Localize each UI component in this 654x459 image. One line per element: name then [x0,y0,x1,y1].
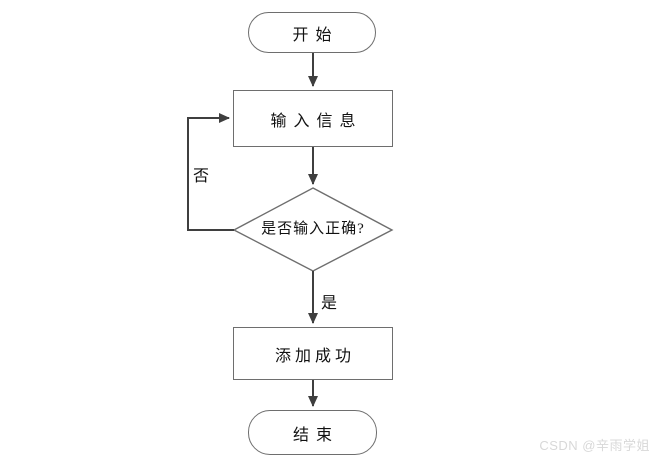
node-decision-label: 是否输入正确? [261,221,365,237]
node-add-success: 添加成功 [233,327,393,380]
edge-label-no: 否 [193,168,210,185]
node-start-label: 开始 [292,26,339,44]
node-add-success-label: 添加成功 [274,347,355,365]
edge-label-yes: 是 [321,295,338,312]
node-input-info-label: 输入信息 [270,112,363,130]
csdn-watermark: CSDN @辛雨学姐 [539,438,650,453]
edge-decision-to-input-loop [187,113,234,231]
node-start: 开始 [248,12,376,53]
node-input-info: 输入信息 [233,90,393,147]
node-end-label: 结束 [292,426,339,444]
node-end: 结束 [248,410,377,455]
